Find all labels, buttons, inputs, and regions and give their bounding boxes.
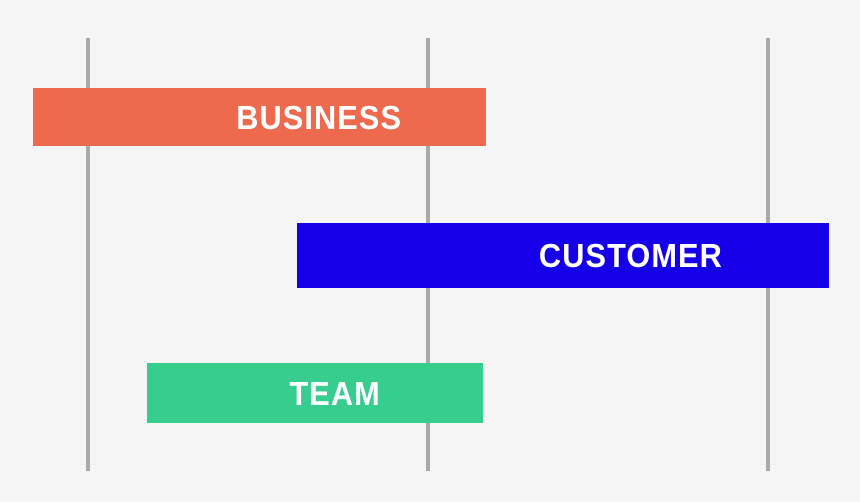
bar-business-label: BUSINESS xyxy=(236,98,403,136)
guide-line-left xyxy=(86,38,90,471)
bar-customer[interactable]: CUSTOMER xyxy=(297,223,829,288)
bar-customer-label: CUSTOMER xyxy=(538,237,723,274)
bar-team-label: TEAM xyxy=(289,374,381,412)
bar-business[interactable]: BUSINESS xyxy=(33,88,486,146)
bar-team[interactable]: TEAM xyxy=(147,363,483,423)
